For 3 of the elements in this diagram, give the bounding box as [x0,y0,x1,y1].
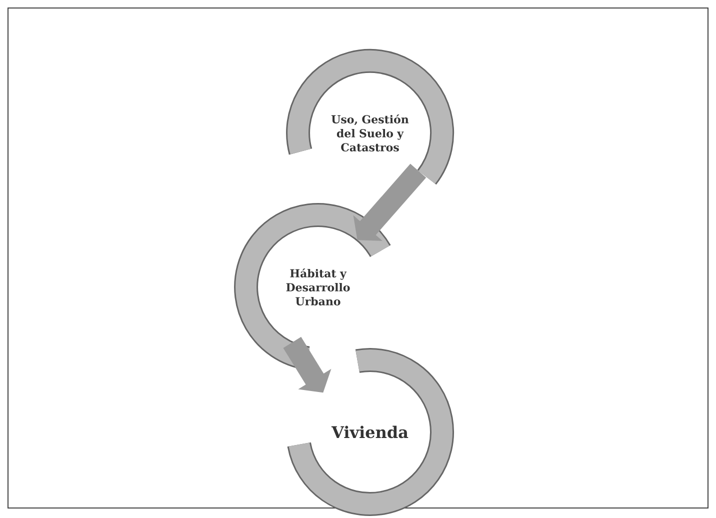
node-label: Hábitat y Desarrollo Urbano [286,268,350,306]
node-label: Vivienda [331,426,408,438]
node-label: Uso, Gestión del Suelo y Catastros [331,114,409,152]
